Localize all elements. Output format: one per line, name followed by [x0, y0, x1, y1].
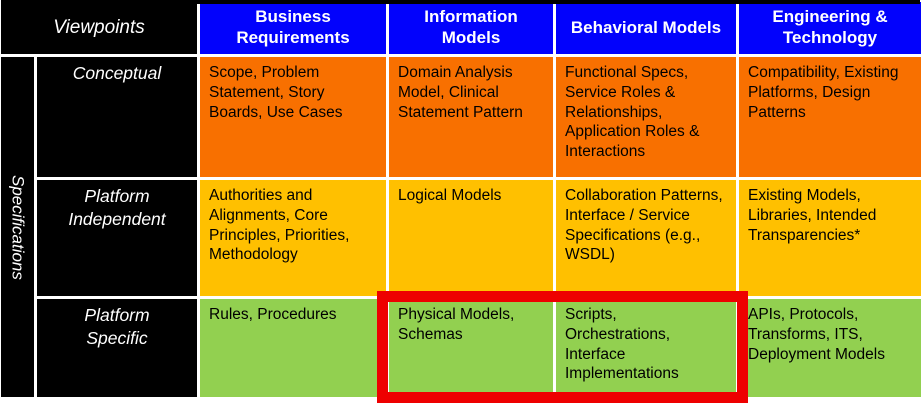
cell-conceptual-engineering-technology: Compatibility, Existing Platforms, Desig… — [739, 57, 921, 177]
cell-platform-specific-business-requirements: Rules, Procedures — [200, 299, 386, 397]
row-header-label: Platform Specific — [84, 305, 150, 348]
row-header-platform-independent: Platform Independent — [37, 180, 197, 296]
column-header-label: Business Requirements — [236, 7, 350, 47]
row-header-platform-specific: Platform Specific — [37, 299, 197, 397]
cell-platform-specific-engineering-technology: APIs, Protocols, Transforms, ITS, Deploy… — [739, 299, 921, 397]
cell-conceptual-behavioral-models: Functional Specs, Service Roles & Relati… — [556, 57, 736, 177]
cell-conceptual-business-requirements: Scope, Problem Statement, Story Boards, … — [200, 57, 386, 177]
side-label-specifications: Specifications — [1, 57, 34, 397]
row-header-conceptual: Conceptual — [37, 57, 197, 177]
cell-platform-specific-information-models: Physical Models, Schemas — [389, 299, 553, 397]
highlight-rectangle — [377, 291, 748, 403]
cell-platform-specific-behavioral-models: Scripts, Orchestrations, Interface Imple… — [556, 299, 736, 397]
row-header-label: Conceptual — [72, 63, 162, 83]
corner-header-label: Viewpoints — [53, 17, 145, 38]
column-header-engineering-technology: Engineering & Technology — [739, 2, 921, 54]
column-header-behavioral-models: Behavioral Models — [556, 2, 736, 54]
cell-platform-independent-behavioral-models: Collaboration Patterns, Interface / Serv… — [556, 180, 736, 296]
column-header-information-models: Information Models — [389, 2, 553, 54]
row-header-label: Platform Independent — [68, 186, 166, 229]
side-label-text: Specifications — [8, 174, 28, 280]
cell-platform-independent-business-requirements: Authorities and Alignments, Core Princip… — [200, 180, 386, 296]
column-header-label: Engineering & Technology — [772, 7, 888, 47]
corner-header-viewpoints: Viewpoints — [1, 2, 197, 54]
top-border-bar — [1, 0, 920, 4]
cell-platform-independent-engineering-technology: Existing Models, Libraries, Intended Tra… — [739, 180, 921, 296]
column-header-business-requirements: Business Requirements — [200, 2, 386, 54]
column-header-label: Behavioral Models — [570, 17, 722, 37]
cell-conceptual-information-models: Domain Analysis Model, Clinical Statemen… — [389, 57, 553, 177]
cell-platform-independent-information-models: Logical Models — [389, 180, 553, 296]
column-header-label: Information Models — [424, 7, 518, 47]
